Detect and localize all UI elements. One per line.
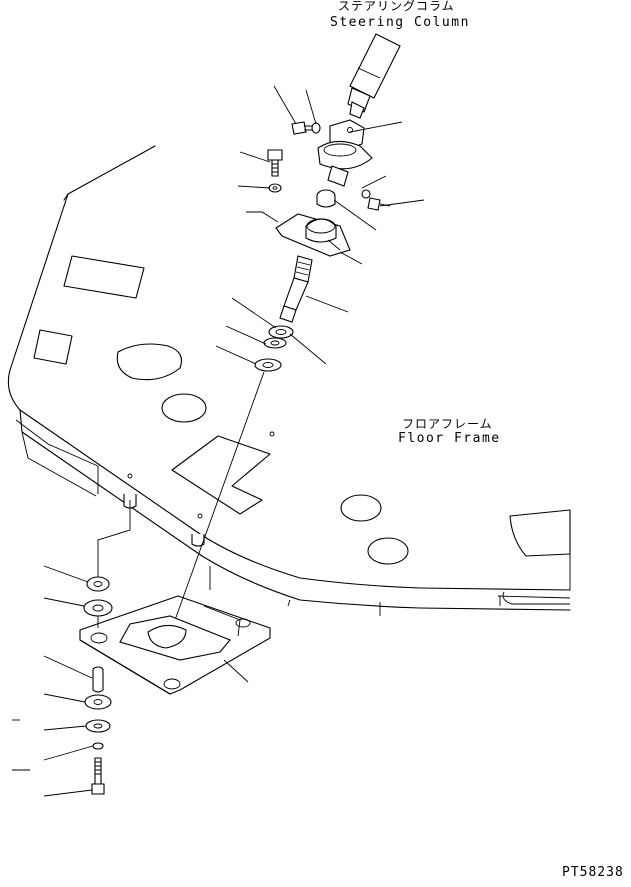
floor-frame-plate: [7, 145, 571, 616]
spline-shaft: [279, 255, 313, 323]
steering-column: [347, 33, 401, 119]
washer-upper: [268, 325, 294, 339]
collar: [316, 189, 336, 208]
lower-washer-1: [86, 576, 110, 592]
lower-washer-3: [85, 719, 111, 733]
lower-sleeve: [92, 666, 104, 693]
lower-washer-2: [84, 694, 112, 710]
universal-joint: [317, 119, 373, 187]
lower-lock-washer: [92, 742, 104, 750]
under-floor-bosses: [123, 494, 205, 547]
steering-column-label-en: Steering Column: [330, 15, 470, 30]
mounting-bracket: [275, 213, 351, 257]
mount-washer: [268, 183, 282, 193]
lower-spacer-ring: [83, 599, 113, 617]
figure-code: PT58238: [562, 865, 624, 880]
leader-lines: [12, 85, 425, 797]
steering-column-label-jp: ステアリングコラム: [338, 0, 455, 13]
lower-cover-plate: [79, 595, 271, 695]
floor-frame-label-en: Floor Frame: [398, 431, 501, 446]
right-bolt: [367, 197, 391, 211]
right-washer: [361, 189, 371, 199]
lower-bolt: [91, 757, 105, 795]
mount-bolt: [267, 149, 283, 177]
upper-bolt-left: [291, 121, 312, 135]
assembly-line: [169, 371, 265, 635]
upper-washer-left: [311, 122, 321, 134]
washer-middle: [263, 337, 287, 349]
floor-frame-label-jp: フロアフレーム: [402, 417, 493, 431]
washer-lower: [254, 358, 282, 372]
floor-openings: [33, 255, 571, 565]
